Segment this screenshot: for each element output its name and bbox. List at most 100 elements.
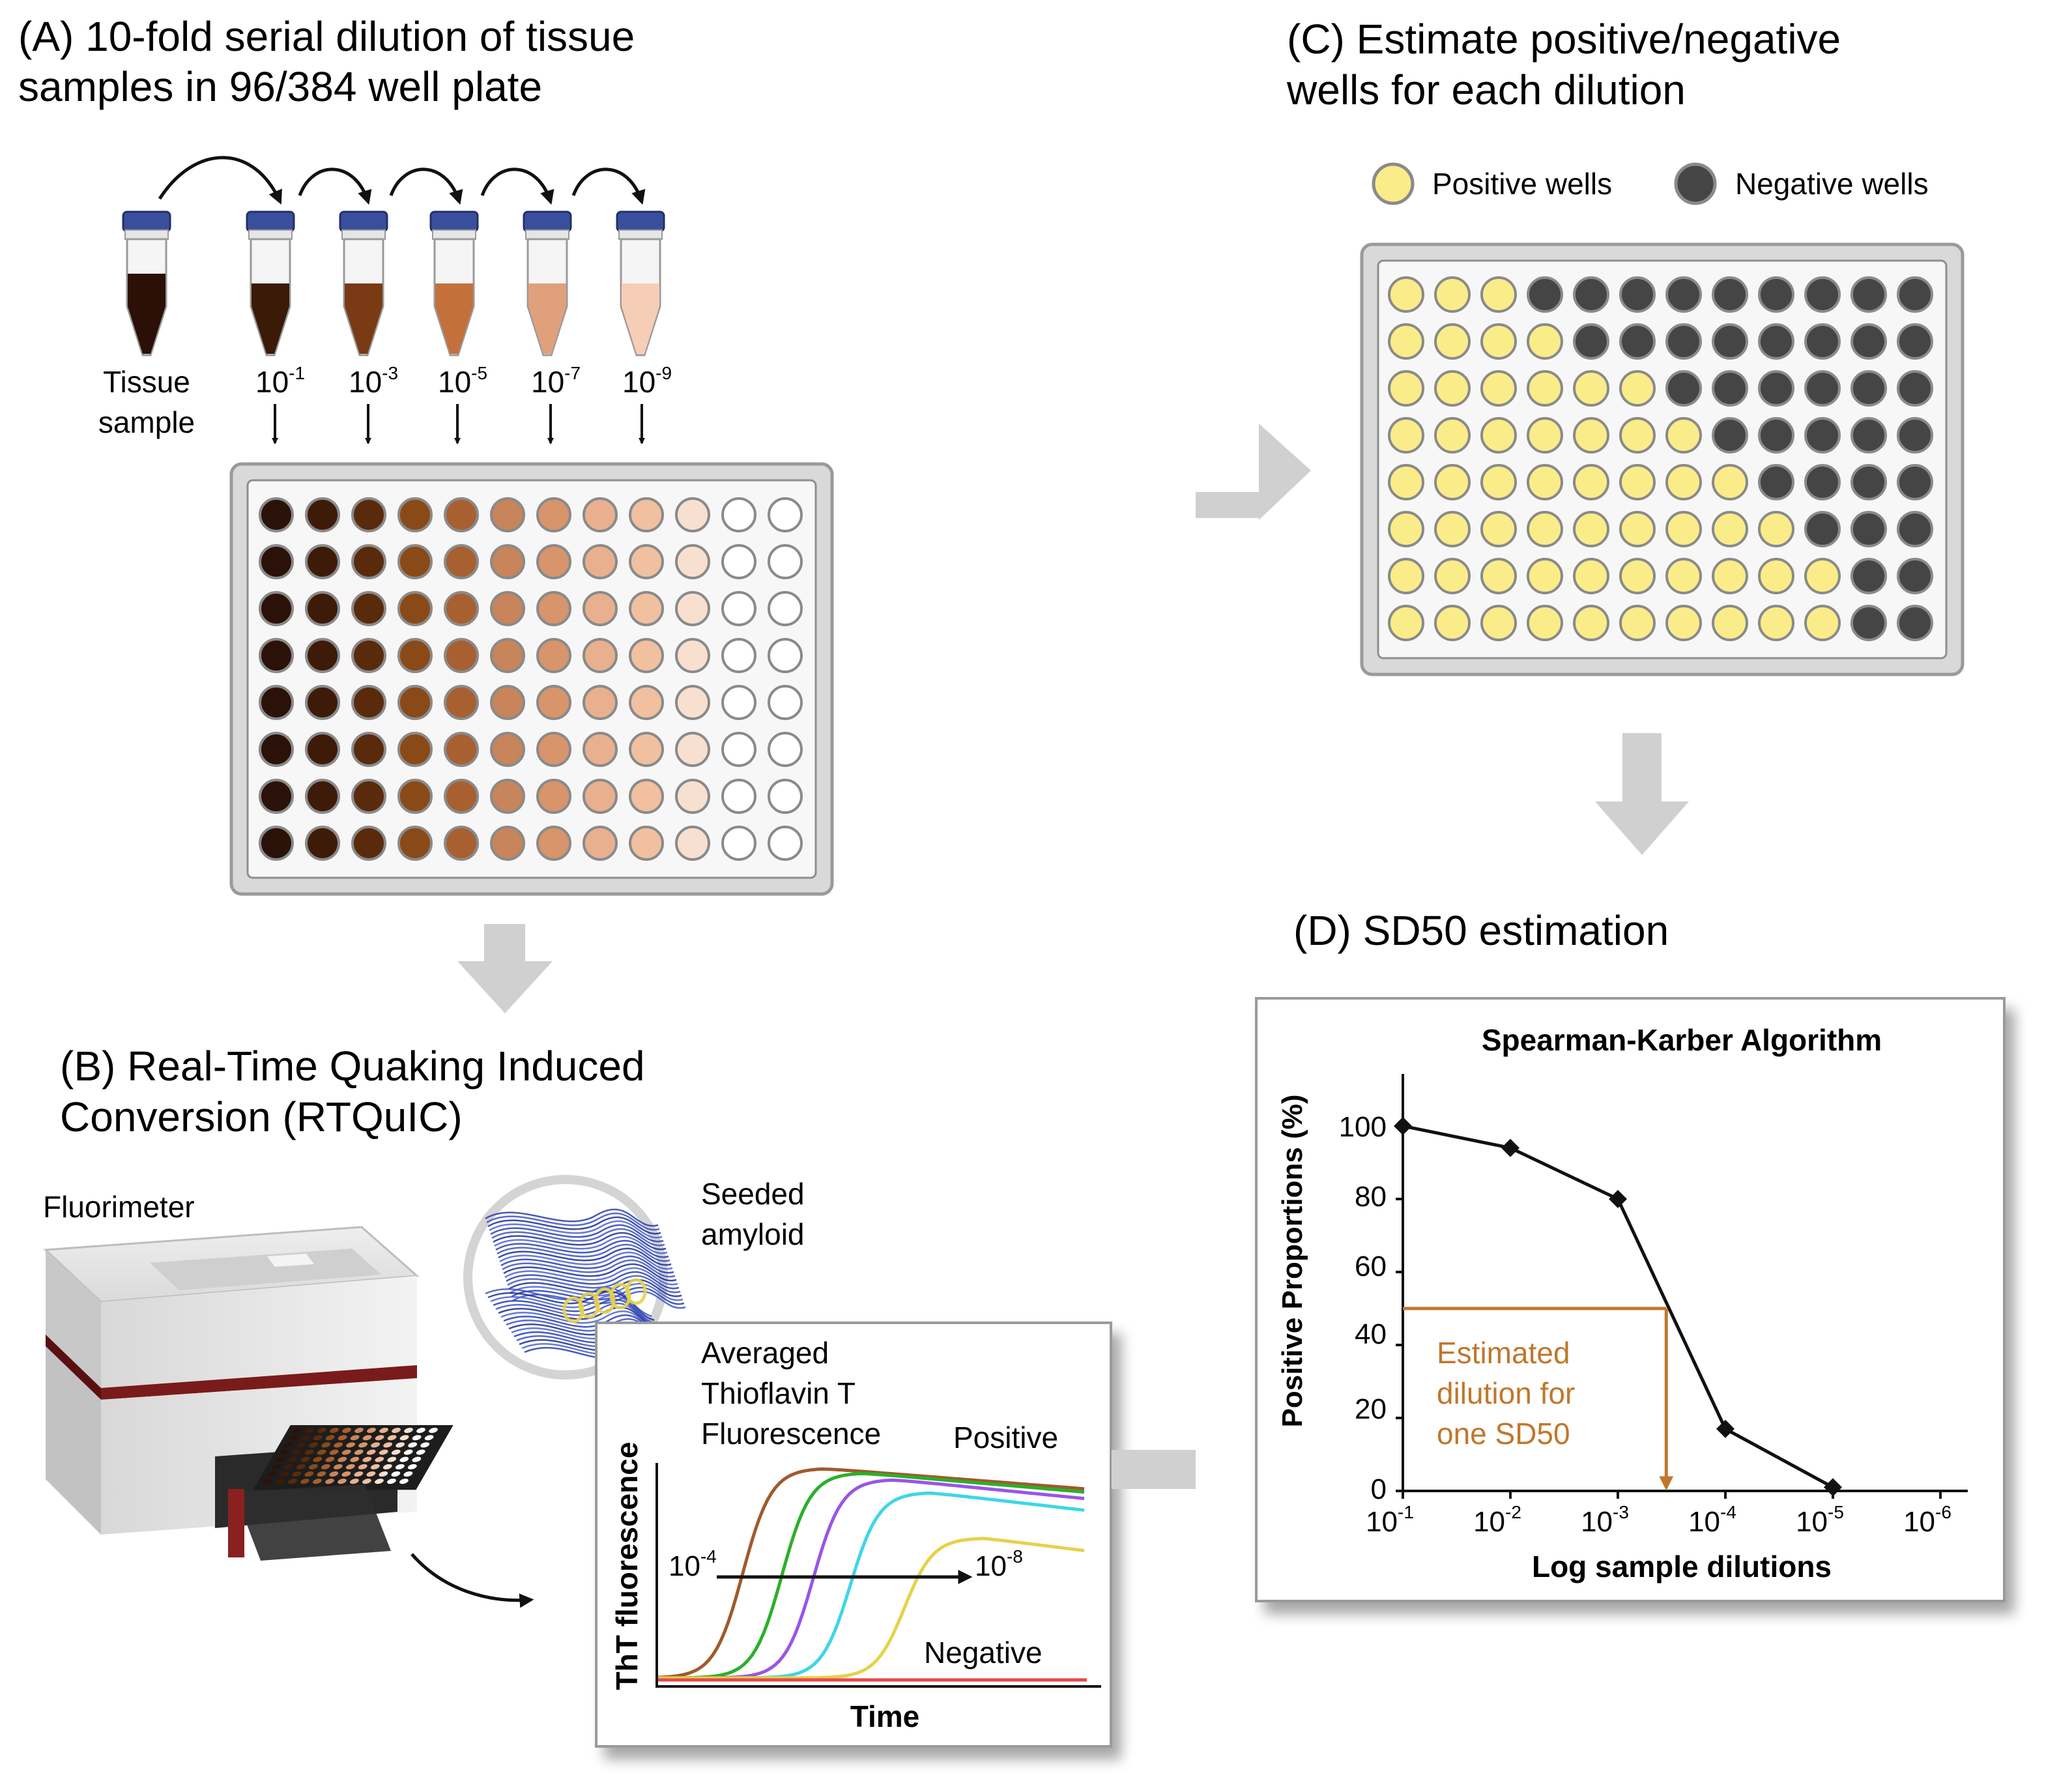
plate-a-well — [351, 544, 386, 579]
y-tick-label-20: 20 — [1355, 1393, 1387, 1425]
fibril-strand — [491, 1228, 665, 1247]
dilution-label-5: 10-9 — [622, 363, 672, 399]
positive-well — [1388, 558, 1424, 594]
dilution-exponent-3: -5 — [471, 363, 487, 383]
mini-plate-well — [300, 1479, 310, 1484]
positive-well — [1573, 558, 1609, 594]
mini-plate-well — [387, 1456, 397, 1462]
positive-well — [1527, 464, 1563, 500]
sd50-chart-box — [1255, 997, 2006, 1602]
mini-plate-well — [325, 1435, 335, 1441]
dilution-label-1: 10-1 — [255, 363, 305, 399]
plate-a-well — [397, 826, 433, 861]
fibril-strand — [494, 1236, 668, 1254]
legend-positive-label: Positive wells — [1432, 167, 1612, 201]
mini-plate-well — [399, 1435, 409, 1441]
mini-plate-well — [416, 1449, 425, 1455]
mini-plate-well — [276, 1456, 285, 1462]
avg-label-line3: Fluorescence — [701, 1417, 881, 1451]
fibril-strand — [507, 1275, 681, 1293]
negative-well — [1665, 323, 1702, 360]
mini-plate-well — [429, 1428, 438, 1434]
negative-well — [1850, 417, 1887, 454]
negative-well — [1804, 276, 1841, 313]
mini-plate-well — [313, 1479, 322, 1484]
panel-d-title: (D) SD50 estimation — [1293, 907, 1669, 954]
positive-well — [1712, 558, 1748, 594]
mini-plate-well — [412, 1456, 422, 1462]
panel-a-title-line1: (A) 10-fold serial dilution of tissue — [18, 13, 635, 60]
plate-a-well — [768, 779, 803, 814]
plate-a-well — [305, 544, 340, 579]
negative-well — [1527, 276, 1563, 313]
mini-plate-well — [288, 1479, 297, 1484]
negative-well — [1850, 323, 1887, 360]
fibril-strand — [503, 1263, 677, 1282]
negative-well — [1758, 276, 1794, 313]
mini-plate-well — [395, 1464, 405, 1469]
sd50-data-point-5 — [1824, 1478, 1842, 1497]
positive-well — [1527, 417, 1563, 454]
plate-a-well — [397, 685, 433, 720]
mini-plate-well — [404, 1428, 413, 1434]
mini-plate-well — [271, 1464, 281, 1469]
plate-a-well — [768, 732, 803, 767]
fibril-strand — [500, 1255, 674, 1274]
plate-a-well — [721, 497, 756, 532]
mini-plate-well — [330, 1428, 339, 1434]
negative-well — [1804, 417, 1841, 454]
positive-well — [1434, 558, 1471, 594]
sd50-ylabel: Positive Proportions (%) — [1276, 1095, 1308, 1428]
plate-a-well — [583, 779, 618, 814]
plate-a-well — [259, 685, 294, 720]
mini-plate-well — [403, 1471, 413, 1477]
plate-a-well — [490, 497, 525, 532]
plate-a-well — [721, 544, 756, 579]
positive-well — [1758, 558, 1794, 594]
plate-a-well — [351, 497, 386, 532]
tube-row — [122, 210, 665, 356]
plate-a-well — [675, 591, 710, 626]
rtquic-xlabel: Time — [850, 1699, 920, 1733]
positive-well — [1388, 511, 1424, 547]
positive-well — [1712, 605, 1748, 641]
x-tick-exponent-5: -5 — [1828, 1502, 1844, 1522]
plate-a-well — [583, 732, 618, 767]
sd50-data-point-1 — [1394, 1117, 1412, 1135]
mini-plate-well — [366, 1471, 376, 1477]
plate-a-well — [351, 826, 386, 861]
plate-a-well — [490, 591, 525, 626]
positive-well — [1434, 417, 1471, 454]
plate-a-well — [397, 544, 433, 579]
negative-well — [1850, 558, 1887, 594]
positive-well — [1804, 558, 1841, 594]
negative-well — [1897, 370, 1933, 407]
negative-well — [1897, 276, 1933, 313]
mini-plate-well — [296, 1442, 306, 1448]
dilution-tube-3 — [429, 210, 479, 356]
mini-plate-well — [379, 1428, 388, 1434]
fibril-strand — [510, 1282, 684, 1301]
dilution-exponent-1: -1 — [289, 363, 305, 383]
plate-a-well — [490, 544, 525, 579]
dilution-exponent-4: -7 — [564, 363, 581, 383]
negative-well — [1712, 417, 1748, 454]
mini-plate-well — [284, 1442, 294, 1448]
plate-a-well — [583, 591, 618, 626]
positive-well — [1388, 464, 1424, 500]
dilution-tube-4 — [523, 210, 572, 356]
mini-plate-well — [338, 1435, 347, 1441]
plate-a-well — [675, 685, 710, 720]
fibril-strand — [490, 1224, 664, 1243]
sd50-data-point-4 — [1716, 1419, 1735, 1438]
plate-a-well — [444, 779, 479, 814]
fibril-strand — [497, 1243, 670, 1262]
mini-plate-well — [304, 1471, 314, 1477]
mini-plate-well — [392, 1428, 401, 1434]
seed-molecule — [562, 1296, 584, 1323]
dilution-arrow-4 — [480, 167, 554, 205]
mini-plate-well — [387, 1479, 396, 1484]
positive-well — [1527, 558, 1563, 594]
mini-plate-well — [420, 1442, 430, 1448]
